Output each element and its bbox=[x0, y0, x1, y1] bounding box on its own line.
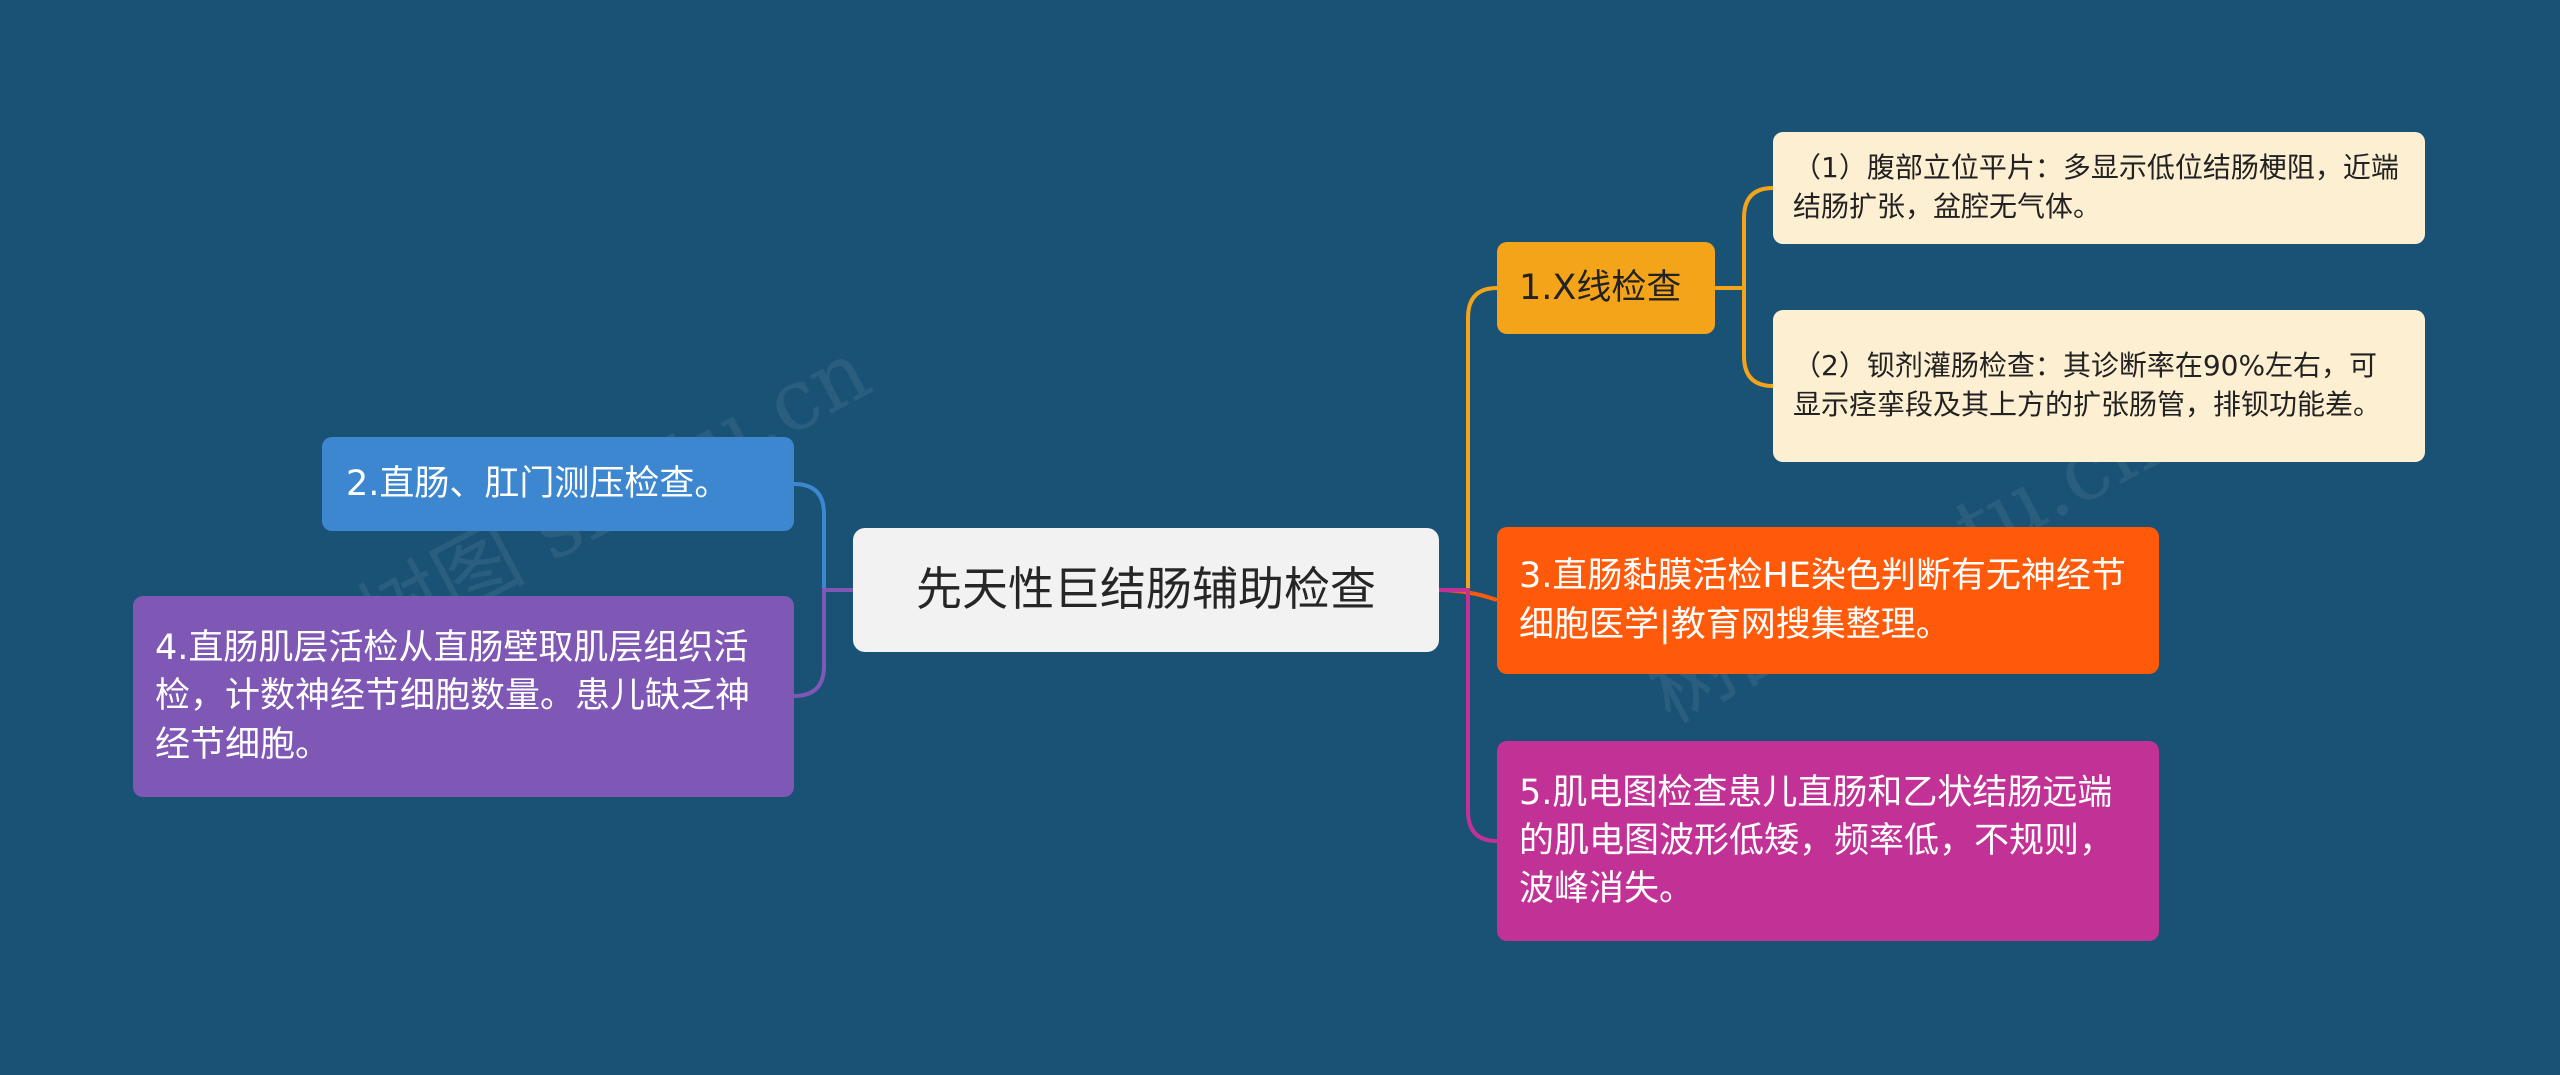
connector-center-b5 bbox=[1439, 588, 1498, 843]
connector-b1-s1 bbox=[1715, 186, 1774, 290]
branch-xray[interactable]: 1.X线检查 bbox=[1497, 242, 1715, 334]
central-topic[interactable]: 先天性巨结肠辅助检查 bbox=[853, 528, 1439, 652]
branch-muscle-biopsy[interactable]: 4.直肠肌层活检从直肠壁取肌层组织活检，计数神经节细胞数量。患儿缺乏神经节细胞。 bbox=[133, 596, 794, 797]
branch-mucosa-biopsy[interactable]: 3.直肠黏膜活检HE染色判断有无神经节细胞医学|教育网搜集整理。 bbox=[1497, 527, 2159, 674]
connector-center-b2 bbox=[793, 482, 853, 592]
branch-emg[interactable]: 5.肌电图检查患儿直肠和乙状结肠远端的肌电图波形低矮，频率低，不规则，波峰消失。 bbox=[1497, 741, 2159, 941]
connector-center-b1 bbox=[1439, 286, 1498, 592]
connector-b1-s2 bbox=[1715, 286, 1774, 388]
subnode-barium-enema[interactable]: （2）钡剂灌肠检查：其诊断率在90%左右，可显示痉挛段及其上方的扩张肠管，排钡功… bbox=[1773, 310, 2425, 462]
subnode-abdominal-film[interactable]: （1）腹部立位平片：多显示低位结肠梗阻，近端结肠扩张，盆腔无气体。 bbox=[1773, 132, 2425, 244]
branch-manometry[interactable]: 2.直肠、肛门测压检查。 bbox=[322, 437, 794, 531]
connector-center-b4 bbox=[793, 588, 853, 698]
